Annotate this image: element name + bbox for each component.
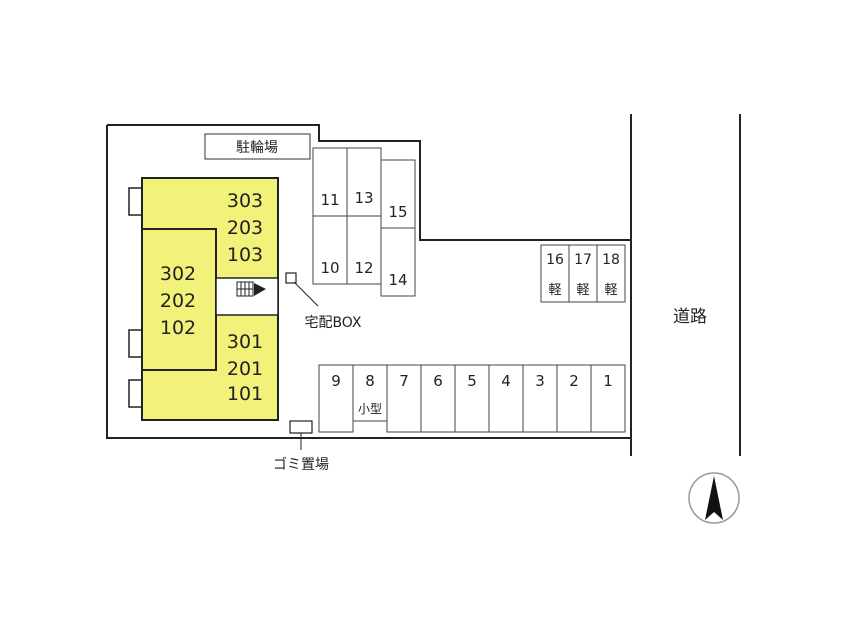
parking-number: 2 <box>569 372 579 390</box>
entrance-arrow-icon <box>254 283 266 296</box>
building-footprint <box>141 177 279 421</box>
north-arrow-icon <box>688 472 740 524</box>
parking-number: 12 <box>354 259 373 277</box>
parking-number: 11 <box>320 191 339 209</box>
parking-space <box>596 244 626 303</box>
garbage-station <box>289 420 313 434</box>
unit-number: 301 <box>227 331 263 353</box>
parking-space <box>454 364 490 433</box>
unit-number: 302 <box>160 263 196 285</box>
parking-space <box>312 147 348 217</box>
parking-number: 7 <box>399 372 409 390</box>
kei-parking <box>540 244 626 303</box>
road-label: 道路 <box>673 307 707 327</box>
parking-space <box>318 364 354 433</box>
parking-number: 14 <box>388 271 407 289</box>
unit-number: 203 <box>227 217 263 239</box>
balcony-tab <box>128 187 143 216</box>
upper-parking <box>312 147 416 297</box>
lower-parking <box>318 364 626 433</box>
kei-label: 軽 <box>604 283 617 298</box>
kei-label: 軽 <box>548 283 561 298</box>
delivery-box-leader <box>293 281 319 307</box>
parking-space <box>352 364 388 422</box>
parking-space <box>346 215 382 285</box>
bicycle-parking <box>204 133 311 160</box>
stairs-icon <box>236 281 254 297</box>
balcony-tab <box>128 379 143 408</box>
apartment-building: 303 203 103 302 202 102 301 201 101 <box>128 177 279 421</box>
parking-space <box>522 364 558 433</box>
parking-space <box>568 244 598 303</box>
balcony-tab <box>128 329 143 358</box>
parking-number: 9 <box>331 372 341 390</box>
unit-number: 201 <box>227 358 263 380</box>
unit-number: 202 <box>160 290 196 312</box>
unit-number: 103 <box>227 244 263 266</box>
property-boundary <box>106 124 632 439</box>
parking-space <box>380 227 416 297</box>
garbage-label: ゴミ置場 <box>273 456 329 473</box>
parking-number: 1 <box>603 372 613 390</box>
parking-number: 13 <box>354 189 373 207</box>
parking-number: 8 <box>365 372 375 390</box>
parking-space <box>420 364 456 433</box>
parking-space <box>590 364 626 433</box>
parking-number: 17 <box>574 252 592 268</box>
parking-space <box>386 364 422 433</box>
bicycle-parking-label: 駐輪場 <box>236 139 278 156</box>
parking-space <box>380 159 416 229</box>
parking-number: 5 <box>467 372 477 390</box>
parking-space <box>488 364 524 433</box>
parking-number: 10 <box>320 259 339 277</box>
parking-number: 6 <box>433 372 443 390</box>
small-type-label: 小型 <box>358 402 382 416</box>
unit-number: 303 <box>227 190 263 212</box>
unit-number: 101 <box>227 383 263 405</box>
parking-number: 4 <box>501 372 511 390</box>
unit-number: 102 <box>160 317 196 339</box>
parking-number: 16 <box>546 252 564 268</box>
parking-number: 15 <box>388 203 407 221</box>
parking-space <box>312 215 348 285</box>
kei-label: 軽 <box>576 283 589 298</box>
delivery-box <box>285 272 297 284</box>
delivery-box-label: 宅配BOX <box>304 315 361 331</box>
parking-number: 18 <box>602 252 620 268</box>
parking-number: 3 <box>535 372 545 390</box>
